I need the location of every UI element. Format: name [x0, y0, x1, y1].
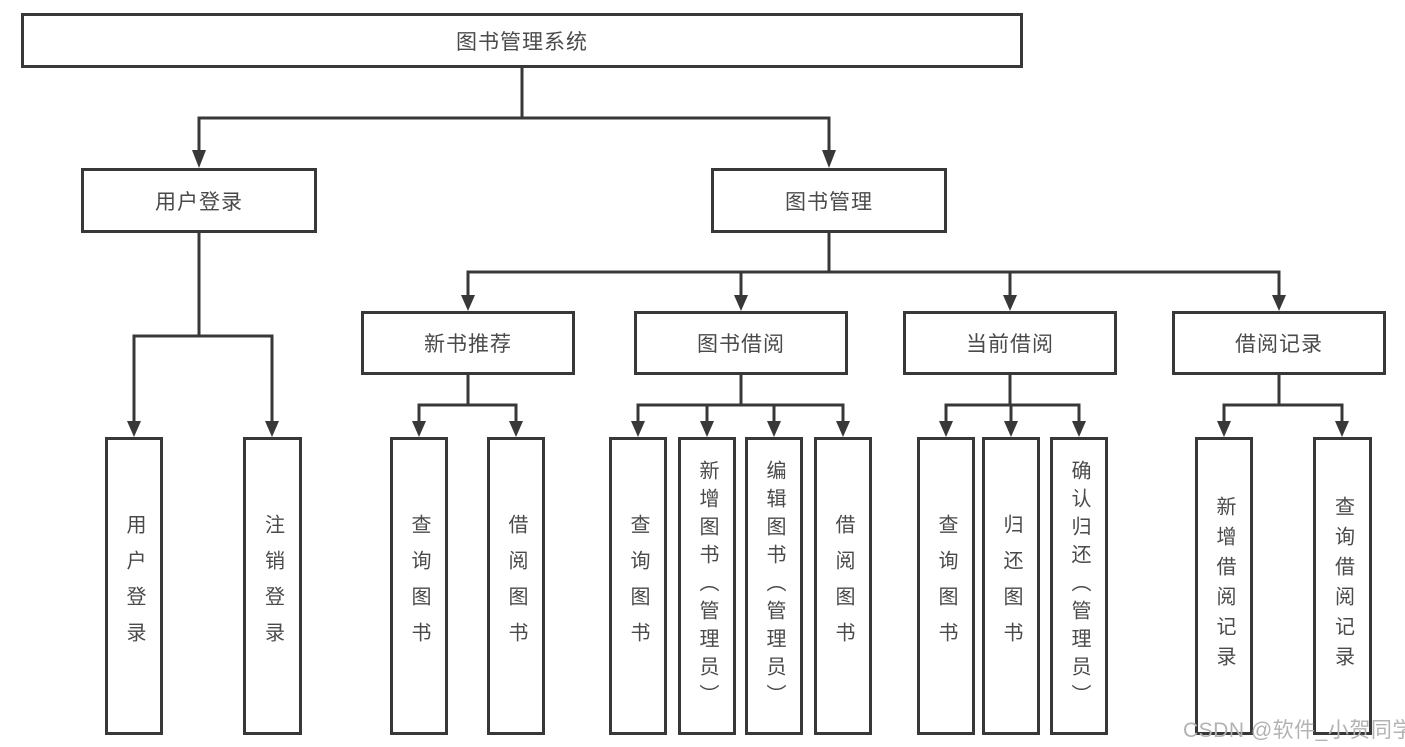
leaf-label: 借阅图书 — [505, 514, 527, 658]
leaf-label: 注销登录 — [261, 514, 284, 658]
leaf-borrow-books-borrow: 借阅图书 — [814, 437, 872, 735]
leaf-label: 查询借阅记录 — [1331, 496, 1354, 676]
leaf-label: 归还图书 — [1000, 514, 1022, 658]
leaf-label: 查询图书 — [627, 514, 649, 658]
node-book-management: 图书管理 — [711, 168, 947, 233]
connector-records-to-leaves — [1222, 375, 1344, 423]
node-label: 图书管理系统 — [456, 30, 588, 54]
leaf-add-borrow-record: 新增借阅记录 — [1195, 437, 1253, 735]
leaf-label: 用户登录 — [123, 514, 145, 658]
leaf-query-borrow-record: 查询借阅记录 — [1313, 437, 1372, 735]
node-user-login: 用户登录 — [81, 168, 317, 233]
leaf-label: 查询图书 — [408, 514, 430, 658]
connector-root-to-level2 — [197, 68, 831, 152]
node-label: 当前借阅 — [966, 333, 1054, 356]
connector-borrow-to-leaves — [636, 375, 845, 423]
node-label: 用户登录 — [155, 190, 243, 214]
node-new-book-recommend: 新书推荐 — [361, 311, 575, 375]
leaf-borrow-books-recommend: 借阅图书 — [487, 437, 545, 735]
leaf-logout: 注销登录 — [243, 437, 302, 735]
leaf-query-books-recommend: 查询图书 — [390, 437, 448, 735]
leaf-return-book: 归还图书 — [982, 437, 1040, 735]
node-root-library-system: 图书管理系统 — [21, 13, 1023, 68]
leaf-label: 新增图书（管理员） — [696, 460, 718, 712]
leaf-user-login: 用户登录 — [105, 437, 163, 735]
leaf-edit-book-admin: 编辑图书（管理员） — [745, 437, 803, 735]
connector-userlogin-to-leaves — [132, 233, 274, 423]
leaf-add-book-admin: 新增图书（管理员） — [678, 437, 736, 735]
node-label: 新书推荐 — [424, 333, 512, 356]
leaf-query-books-borrow: 查询图书 — [609, 437, 667, 735]
leaf-query-books-current: 查询图书 — [917, 437, 975, 735]
leaf-label: 查询图书 — [935, 514, 957, 658]
node-borrow-records: 借阅记录 — [1172, 311, 1386, 375]
connector-management-to-level3 — [466, 233, 1281, 297]
leaf-confirm-return-admin: 确认归还（管理员） — [1050, 437, 1108, 735]
leaf-label: 新增借阅记录 — [1213, 496, 1235, 676]
node-label: 图书借阅 — [697, 333, 785, 356]
arrowheads — [127, 150, 1349, 437]
connector-current-to-leaves — [944, 375, 1081, 423]
node-label: 借阅记录 — [1235, 333, 1323, 356]
node-label: 图书管理 — [785, 190, 873, 214]
node-book-borrow: 图书借阅 — [634, 311, 848, 375]
node-current-borrow: 当前借阅 — [903, 311, 1117, 375]
csdn-watermark: CSDN @软件_小贺同学 — [1183, 719, 1405, 742]
leaf-label: 确认归还（管理员） — [1068, 460, 1090, 712]
connector-recommend-to-leaves — [417, 375, 518, 423]
leaf-label: 编辑图书（管理员） — [763, 460, 785, 712]
leaf-label: 借阅图书 — [832, 514, 854, 658]
